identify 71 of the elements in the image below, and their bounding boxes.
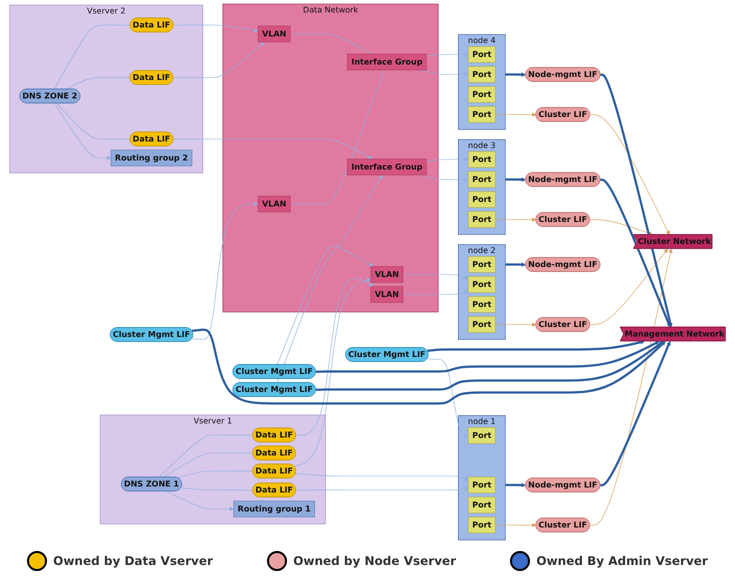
arrow [505,177,526,182]
arrow [495,112,536,117]
node-box: Port [468,191,496,208]
connector [177,470,254,478]
arrow [590,114,670,235]
arrow [316,341,660,373]
node-box: Port [468,106,496,123]
node-box: Port [468,151,496,168]
legend-label: Owned by Data Vserver [53,554,213,568]
node-box: Interface Group [347,54,427,70]
node-box: Routing group 1 [233,500,315,518]
node-box: Port [468,476,496,494]
arrow [192,328,666,405]
arrow [402,290,468,295]
connector [180,487,254,491]
arrow [427,358,468,438]
arrow [600,341,671,486]
node-box: Port [468,296,496,313]
node-box: VLAN [370,286,404,303]
arrow [276,246,374,366]
arrow [505,262,526,267]
arrow [590,248,668,326]
node-box: Port [468,256,496,273]
arrow [172,24,258,33]
node-box: Port [468,316,496,333]
arrow [166,490,234,512]
node-box: Port [468,66,496,83]
arrow [426,157,468,162]
arrow [600,74,672,328]
node-box: Port [468,276,496,293]
arrow [505,482,526,488]
connector [158,434,254,478]
node-box: Port [468,86,496,103]
connector [163,452,254,478]
arrow [294,278,372,467]
arrow [600,178,671,328]
connector [65,77,130,90]
node-box: Interface Group [347,158,427,176]
node-box: Port [468,516,496,534]
arrow [172,138,372,160]
legend-label: Owned By Admin Vserver [536,554,708,568]
arrow [402,274,468,280]
node-box: Routing group 2 [110,150,192,166]
arrow [54,102,112,160]
arrow [495,523,536,528]
legend-label: Owned by Node Vserver [293,554,456,568]
connector [290,70,384,204]
node-box: Port [468,171,496,188]
arrow [295,473,468,480]
arrow [296,486,468,491]
node-box: VLAN [258,26,291,42]
node-box: Port [468,46,496,63]
arrow [427,340,645,352]
node-box: Port [468,496,496,514]
arrow [495,322,536,327]
node-box: VLAN [258,196,291,212]
connector [56,102,130,140]
node-box: VLAN [370,266,404,283]
arrow [505,72,526,77]
arrow [590,219,654,236]
node-box: Port [468,427,496,444]
connector [54,24,130,90]
arrow [276,174,382,384]
node-box: Port [468,211,496,228]
connector [290,34,373,54]
arrow [192,202,258,340]
arrow [316,341,664,391]
arrow [296,278,374,436]
arrow [426,52,468,57]
arrow [172,42,265,78]
arrow [495,218,536,222]
